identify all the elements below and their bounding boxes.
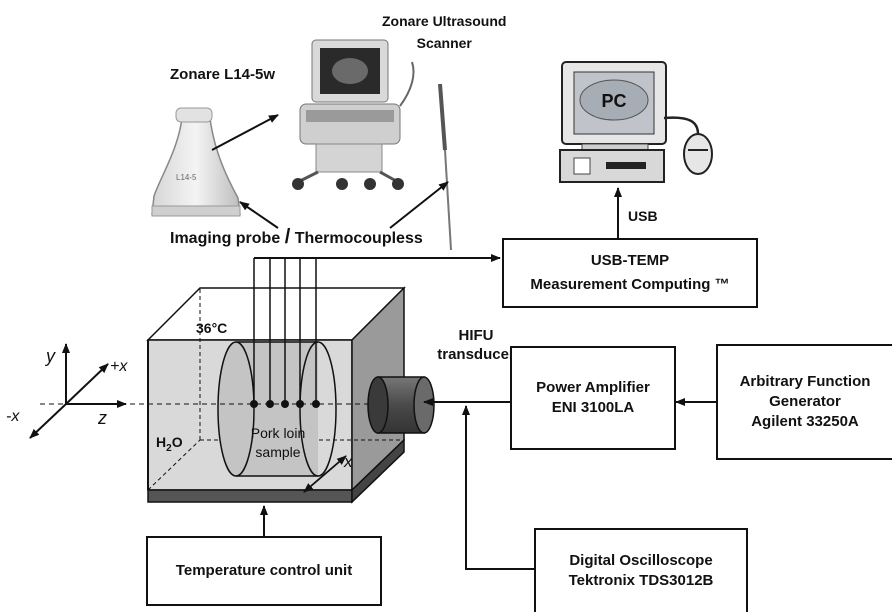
thermocouples-text: Thermocoupless [294, 230, 423, 247]
hifu-label: HIFU transducer [436, 326, 516, 364]
imaging-probe-label: Imaging probe / Thermocoupless [170, 226, 423, 249]
water-subscript: 2 [166, 442, 172, 454]
usb-temp-line2: Measurement Computing ™ [530, 276, 730, 293]
usb-temp-line1: USB-TEMP [590, 252, 670, 269]
scanner-label-line2: Scanner [416, 35, 472, 51]
temp-control-line1: Temperature control unit [175, 562, 353, 579]
usb-label: USB [628, 208, 658, 224]
coordinate-axes [29, 343, 127, 439]
imaging-probe-text: Imaging probe [170, 230, 281, 247]
pc-label: PC [601, 91, 626, 111]
oscilloscope-line2: Tektronix TDS3012B [568, 572, 714, 589]
pork-loin-sample [217, 341, 337, 477]
sample-label-line1: Pork loin [250, 425, 306, 441]
axis-minus-x-label: -x [6, 408, 20, 425]
scanner-label-line1: Zonare Ultrasound [382, 13, 507, 29]
axis-y-label: y [46, 346, 55, 366]
hifu-label-line2: transducer [437, 346, 515, 363]
usb-temp-box: USB-TEMP Measurement Computing ™ [502, 238, 758, 308]
probe-to-scanner-arrow [211, 114, 279, 151]
function-generator-box: Arbitrary Function Generator Agilent 332… [716, 344, 892, 460]
power-amplifier-box: Power Amplifier ENI 3100LA [510, 346, 676, 450]
power-amp-line1: Power Amplifier [536, 379, 650, 396]
sample-label: Pork loin sample [232, 424, 324, 462]
probe-inscription: L14-5 [176, 173, 197, 182]
sample-label-line2: sample [255, 444, 301, 460]
label-to-thermocouple-arrow [389, 181, 449, 229]
temperature-label: 36°C [196, 320, 228, 336]
ultrasound-probe-image: L14-5 [151, 107, 241, 217]
label-separator: / [284, 226, 291, 248]
hifu-label-line1: HIFU [458, 327, 494, 344]
sample-x-label: x [344, 452, 353, 471]
power-amp-line2: ENI 3100LA [551, 399, 635, 416]
func-gen-line2: Generator [769, 393, 841, 410]
scanner-label: Zonare Ultrasound Scanner [382, 10, 506, 54]
water-h: H [156, 434, 167, 450]
thermocouple-image [438, 83, 452, 251]
func-gen-line1: Arbitrary Function [739, 373, 871, 390]
water-o: O [171, 434, 183, 450]
axis-z-label: z [98, 408, 107, 428]
oscilloscope-probe-line [462, 405, 534, 570]
ultrasound-scanner-image [292, 39, 415, 190]
oscilloscope-line1: Digital Oscilloscope [569, 552, 713, 569]
probe-model-label: Zonare L14-5w [170, 66, 276, 83]
oscilloscope-box: Digital Oscilloscope Tektronix TDS3012B [534, 528, 748, 612]
pc-image: PC [559, 61, 713, 183]
label-to-probe-arrow [239, 201, 279, 229]
axis-plus-x-label: +x [110, 358, 128, 375]
temperature-control-box: Temperature control unit [146, 536, 382, 606]
hifu-transducer [367, 376, 435, 434]
sample-x-arrow-b [303, 455, 347, 493]
func-gen-line3: Agilent 33250A [751, 413, 859, 430]
water-label: H2O [156, 434, 183, 454]
